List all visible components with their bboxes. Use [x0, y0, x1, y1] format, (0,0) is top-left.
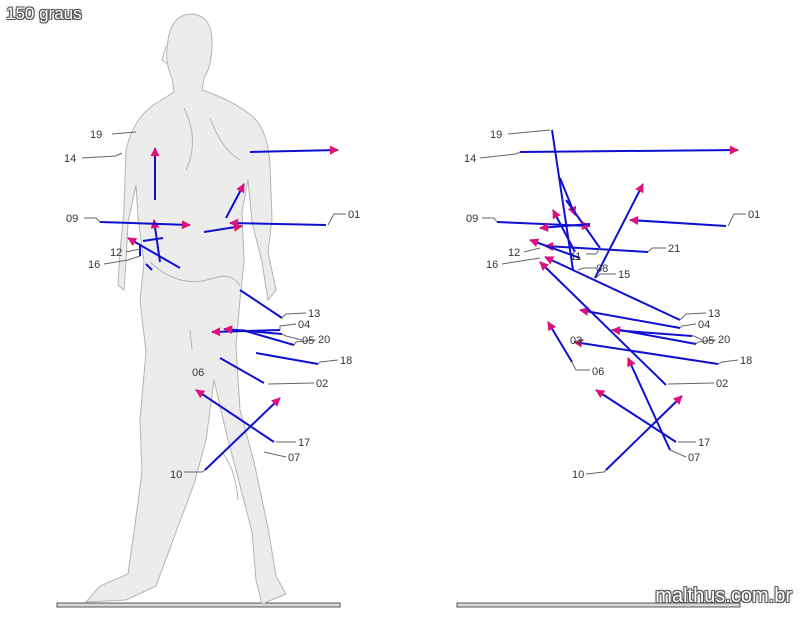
left-vectors	[99, 145, 339, 471]
left-label-14: 14	[64, 153, 76, 165]
left-label-09: 09	[66, 213, 78, 225]
right-label-12: 12	[508, 247, 520, 259]
right-label-14: 14	[464, 153, 476, 165]
ground-base-right	[456, 602, 741, 608]
right-vectors	[496, 129, 739, 471]
left-label-16: 16	[88, 259, 100, 271]
right-label-21: 21	[668, 243, 680, 255]
right-label-11: 11	[570, 251, 581, 263]
right-label-13: 13	[708, 308, 720, 320]
right-label-07: 07	[688, 452, 700, 464]
right-label-08: 08	[596, 263, 608, 275]
left-label-05: 05	[302, 335, 314, 347]
right-label-17: 17	[698, 437, 710, 449]
left-leaders	[81, 131, 346, 473]
right-label-10: 10	[572, 469, 584, 481]
right-label-06: 06	[592, 366, 604, 378]
left-label-06: 06	[192, 367, 204, 379]
right-label-16: 16	[486, 259, 498, 271]
left-label-12: 12	[110, 247, 122, 259]
left-label-02: 02	[316, 378, 328, 390]
right-label-20: 20	[718, 334, 730, 346]
right-label-05: 05	[702, 335, 714, 347]
left-labels: 19 14 09 12 16 01 13 04 05 20 18 06 02 1…	[64, 129, 360, 481]
right-label-02: 02	[716, 378, 728, 390]
right-label-09: 09	[466, 213, 478, 225]
right-label-03: 03	[570, 335, 582, 347]
view-angle-title: 150 graus	[6, 4, 82, 23]
left-label-10: 10	[170, 469, 182, 481]
right-labels: 19 14 09 12 16 11 08 15 21 01 13 04 05 2…	[464, 129, 760, 481]
right-label-01: 01	[748, 209, 760, 221]
left-label-13: 13	[308, 308, 320, 320]
right-leaders	[479, 129, 746, 475]
left-label-04: 04	[298, 319, 310, 331]
left-label-17: 17	[298, 437, 310, 449]
right-label-04: 04	[698, 319, 710, 331]
right-label-15: 15	[618, 269, 630, 281]
site-watermark: malthus.com.br	[655, 585, 792, 607]
right-label-18: 18	[740, 355, 752, 367]
human-figure	[84, 13, 287, 605]
left-label-07: 07	[288, 452, 300, 464]
right-label-19: 19	[490, 129, 502, 141]
left-label-01: 01	[348, 209, 360, 221]
ground-base-left	[56, 602, 341, 608]
left-label-20: 20	[318, 334, 330, 346]
left-label-19: 19	[90, 129, 102, 141]
left-label-18: 18	[340, 355, 352, 367]
